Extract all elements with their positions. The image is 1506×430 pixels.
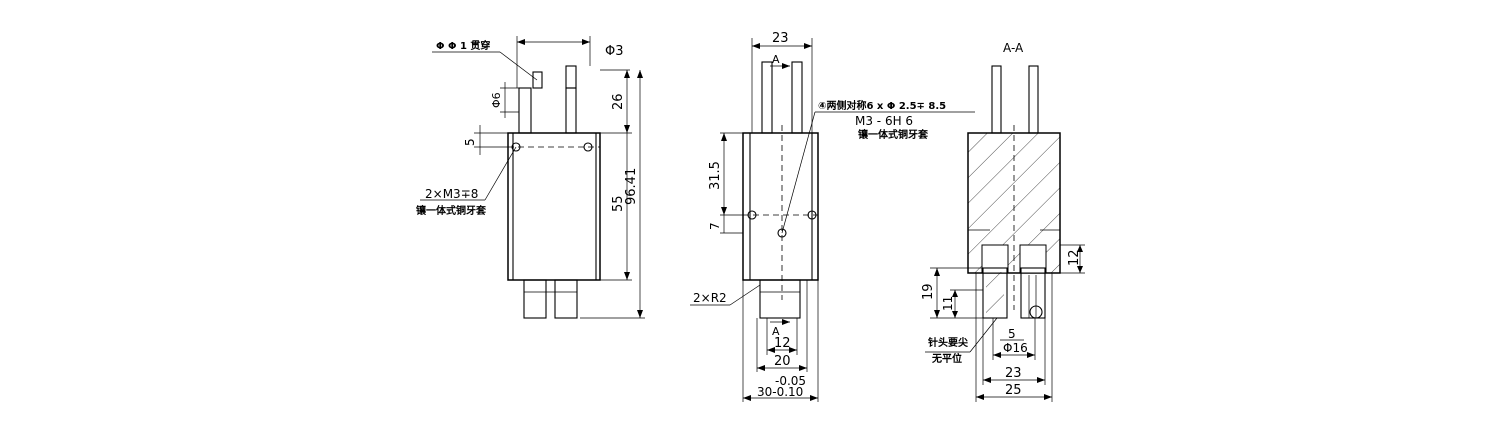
front-body-outline [507,132,601,281]
front-dim-55: 55 [611,195,626,212]
side-note-holes: ④两侧对称6 x Φ 2.5∓ 8.5 [818,99,946,112]
section-title: A-A [1003,41,1024,55]
front-dim-phi3: Φ3 [605,44,624,59]
side-tol-upper: -0.05 [775,374,806,388]
side-dim-20: 20 [774,354,791,369]
side-dim-7: 7 [708,222,722,230]
section-dim-19: 19 [921,283,936,300]
section-dim-12: 12 [1067,249,1082,266]
side-section-mark-top: A [772,53,780,66]
side-note-radius: 2×R2 [693,291,727,305]
section-body-outline [967,132,1061,274]
side-note-insert: 镶一体式铜牙套 [858,128,929,141]
front-dim-9641: 96.41 [624,168,639,205]
front-note-insert: 镶一体式铜牙套 [416,204,487,217]
front-pin-right [565,87,577,134]
side-body-outline [742,132,819,281]
section-dim-11: 11 [941,296,955,311]
section-lower-right [1020,267,1046,319]
side-dim-23: 23 [772,31,789,46]
side-dim-12: 12 [774,336,791,351]
section-note-pin1: 针头要尖 [928,336,968,349]
section-dim-23: 23 [1005,366,1022,381]
side-section-mark-bottom: A [772,325,780,338]
front-pin-left [518,87,532,134]
side-tol-lower: 30-0.10 [757,385,803,399]
front-view: Φ3 26 55 96.41 Φ6 5 Φ Φ 1 贯穿 2×M [416,36,645,319]
section-dim-5: 5 [1008,327,1016,341]
section-dim-25: 25 [1005,383,1022,398]
front-dim-phi6: Φ6 [490,92,503,108]
section-view: A-A 12 19 [921,41,1085,402]
front-dim-26: 26 [611,93,626,110]
section-lower-left [982,267,1008,319]
front-note-thread: 2×M3∓8 [425,187,478,201]
front-note-through: Φ Φ 1 贯穿 [436,39,490,52]
front-dim-5: 5 [463,138,477,146]
side-view: A 23 31.5 7 ④两侧对称6 x Φ 2.5∓ 8.5 M3 - 6H … [690,31,975,402]
side-note-thread: M3 - 6H 6 [855,114,913,128]
section-note-pin2: 无平位 [931,352,962,365]
section-dim-phi16: Φ16 [1003,341,1028,355]
side-dim-315: 31.5 [708,161,723,190]
